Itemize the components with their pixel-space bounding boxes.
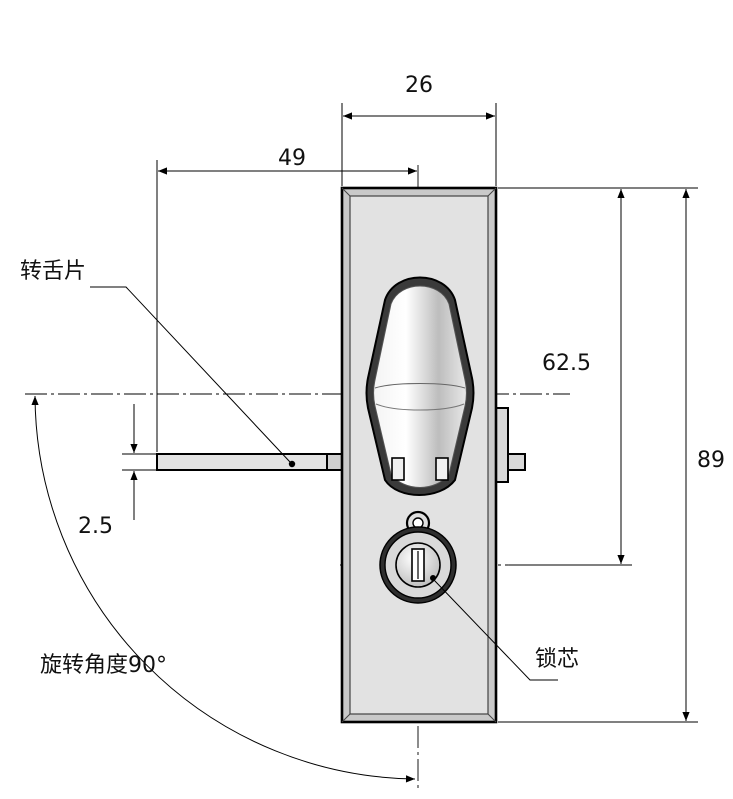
- dimension-handle-to-cylinder: 62.5: [509, 189, 632, 566]
- rotation-annotation: 旋转角度90°: [31, 395, 416, 783]
- dim-26-label: 26: [405, 73, 433, 98]
- cylinder-callout: 锁芯: [433, 579, 579, 681]
- dimension-latch-thickness: 2.5: [78, 404, 156, 539]
- dim-89-label: 89: [697, 448, 725, 473]
- latch-callout: 转舌片: [20, 259, 291, 463]
- dimension-width: 26: [341, 73, 497, 186]
- dim-2-5-label: 2.5: [78, 514, 113, 539]
- cylinder-label: 锁芯: [535, 647, 579, 672]
- latch-label: 转舌片: [20, 259, 86, 284]
- dim-62-5-label: 62.5: [542, 351, 591, 376]
- latch-blade: [156, 453, 346, 471]
- handle: [365, 276, 475, 496]
- rear-bracket: [495, 407, 526, 483]
- dimension-height: 89: [498, 187, 725, 723]
- rotation-label: 旋转角度90°: [40, 653, 167, 678]
- dim-49-label: 49: [278, 146, 306, 171]
